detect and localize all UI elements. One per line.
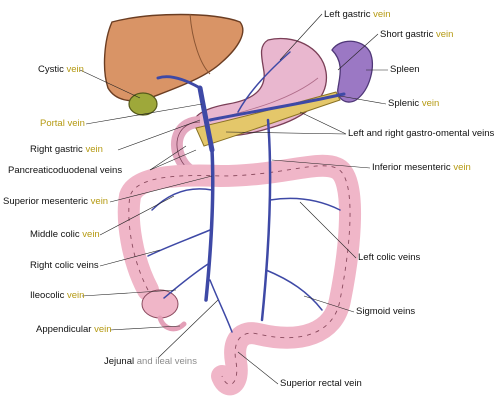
label-ileocolic-vein: Ileocolic vein [30,290,85,301]
label-pancreaticoduodenal-veins: Pancreaticoduodenal veins [8,165,123,176]
appendix-shape [157,315,187,332]
spleen-shape [331,40,373,103]
hepatic-branch [156,75,202,90]
label-jejunal-ileal-veins: Jejunal and ileal veins [104,356,197,367]
label-cystic-vein: Cystic vein [38,64,84,75]
portal-vein-trunk [197,85,215,153]
vein-network [147,51,346,333]
leader-pancreaticoduodenal-b [149,145,187,171]
leader-left-gastric [279,13,323,61]
right-colic-vein-line [147,229,211,257]
leader-ileocolic [81,289,177,297]
label-right-colic-veins: Right colic veins [30,260,99,271]
label-short-gastric-vein: Short gastric vein [380,29,454,40]
label-sigmoid-veins: Sigmoid veins [356,306,416,317]
gallbladder-shape [128,92,158,116]
left-colic-vein-line [269,197,341,211]
leader-splenic [339,95,387,105]
colon-shape [117,154,362,396]
leader-gastro-omental-b [225,131,347,135]
label-appendicular-vein: Appendicular vein [36,324,112,335]
label-superior-rectal-vein: Superior rectal vein [280,378,362,389]
label-spleen: Spleen [390,64,420,75]
label-inferior-mesenteric-vein: Inferior mesenteric vein [372,162,471,173]
cecum-shape [141,289,179,319]
splenic-vein-line [208,92,346,122]
leader-sigmoid [303,295,355,313]
sigmoid-vein-line [265,269,323,311]
label-middle-colic-vein: Middle colic vein [30,229,100,240]
liver-shape [103,13,244,102]
leader-jejunal [157,299,219,359]
superior-mesenteric-vein-line [204,148,215,302]
left-gastric-vein-line [237,51,291,113]
inferior-mesenteric-vein-line [260,118,272,322]
leader-portal [85,103,203,125]
label-superior-mesenteric-vein: Superior mesenteric vein [3,196,109,207]
leader-lines [79,13,388,385]
label-gastro-omental-veins: Left and right gastro-omental veins [348,128,495,139]
leader-left-colic [299,201,357,259]
label-portal-vein: Portal vein [40,118,85,129]
middle-colic-vein-line [151,188,213,211]
leader-right-colic [99,249,161,267]
leader-superior-rectal [237,351,279,385]
leader-gastro-omental-a [299,111,347,135]
jejunal-vein-line [209,279,233,333]
label-left-gastric-vein: Left gastric vein [324,9,391,20]
leader-short-gastric [337,33,379,71]
leader-superior-mesenteric [109,175,213,203]
leader-right-gastric [117,119,201,151]
leader-appendicular [109,325,181,331]
label-splenic-vein: Splenic vein [388,98,440,109]
label-left-colic-veins: Left colic veins [358,252,421,263]
ileocolic-vein-line [163,263,209,299]
leader-cystic [79,69,141,99]
label-right-gastric-vein: Right gastric vein [30,144,103,155]
leader-inferior-mesenteric [271,159,371,169]
leader-middle-colic [99,195,175,236]
leader-pancreaticoduodenal-a [149,149,197,171]
